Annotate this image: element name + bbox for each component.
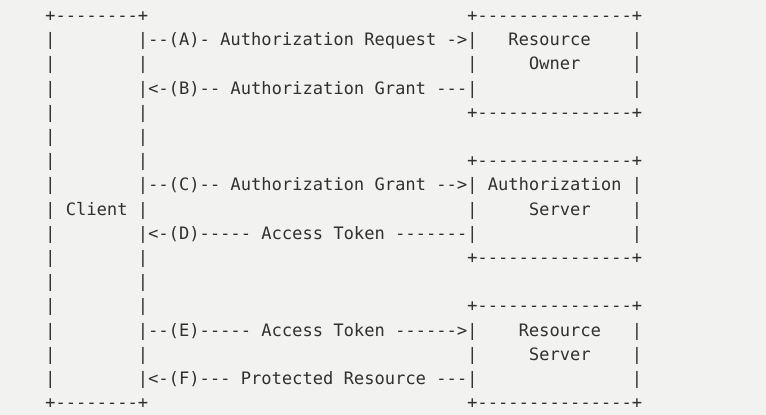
oauth-abstract-protocol-flow-diagram: +--------+ +---------------+ | |--(A)- A… [45, 6, 643, 414]
